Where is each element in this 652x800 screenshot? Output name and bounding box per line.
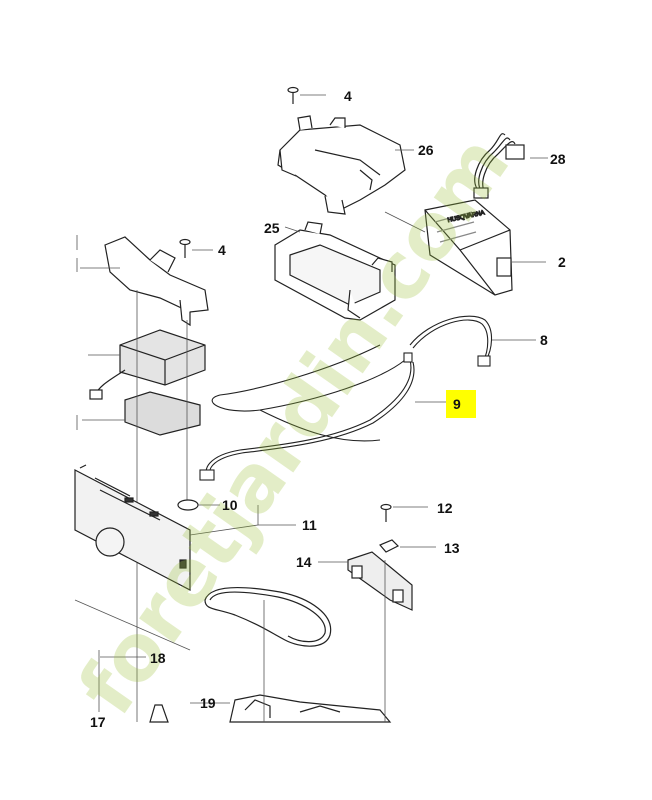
callout-25: 25 — [264, 220, 280, 236]
callout-11: 11 — [302, 517, 317, 533]
callout-4-top: 4 — [344, 88, 352, 104]
part-14-small-board — [318, 551, 413, 611]
left-foam-pad — [82, 391, 201, 436]
loop-wire — [204, 586, 332, 647]
callout-9: 9 — [453, 396, 461, 412]
highlight-box-9 — [446, 390, 476, 418]
callout-4-left: 4 — [218, 242, 226, 258]
callout-2: 2 — [558, 254, 566, 270]
callout-26: 26 — [418, 142, 434, 158]
part-25-holder-tray — [274, 221, 396, 321]
callout-12: 12 — [437, 500, 453, 516]
part-28-wire-harness — [473, 133, 548, 199]
part-4-screw-top — [287, 86, 326, 104]
callout-28: 28 — [550, 151, 566, 167]
left-battery-pack — [88, 329, 206, 400]
callouts: 4 26 28 25 2 4 8 9 10 11 12 13 14 18 19 … — [90, 88, 566, 730]
part-11-leaders — [189, 505, 296, 536]
left-bracket — [80, 236, 213, 327]
callout-10: 10 — [222, 497, 238, 513]
callout-19: 19 — [200, 695, 216, 711]
callout-8: 8 — [540, 332, 548, 348]
part-13-clip — [379, 539, 436, 553]
part-12-screw — [380, 503, 428, 522]
part-10-clip — [177, 499, 220, 511]
callout-13: 13 — [444, 540, 460, 556]
part-26-bracket — [277, 115, 414, 215]
main-circuit-board — [74, 464, 191, 658]
callout-18: 18 — [150, 650, 166, 666]
bottom-chassis — [149, 560, 392, 723]
part-9-wiring-harness — [199, 344, 446, 481]
callout-17: 17 — [90, 714, 106, 730]
part-2-control-box: HUSQVARNA — [384, 199, 546, 296]
part-8-cable — [409, 315, 536, 367]
callout-14: 14 — [296, 554, 312, 570]
